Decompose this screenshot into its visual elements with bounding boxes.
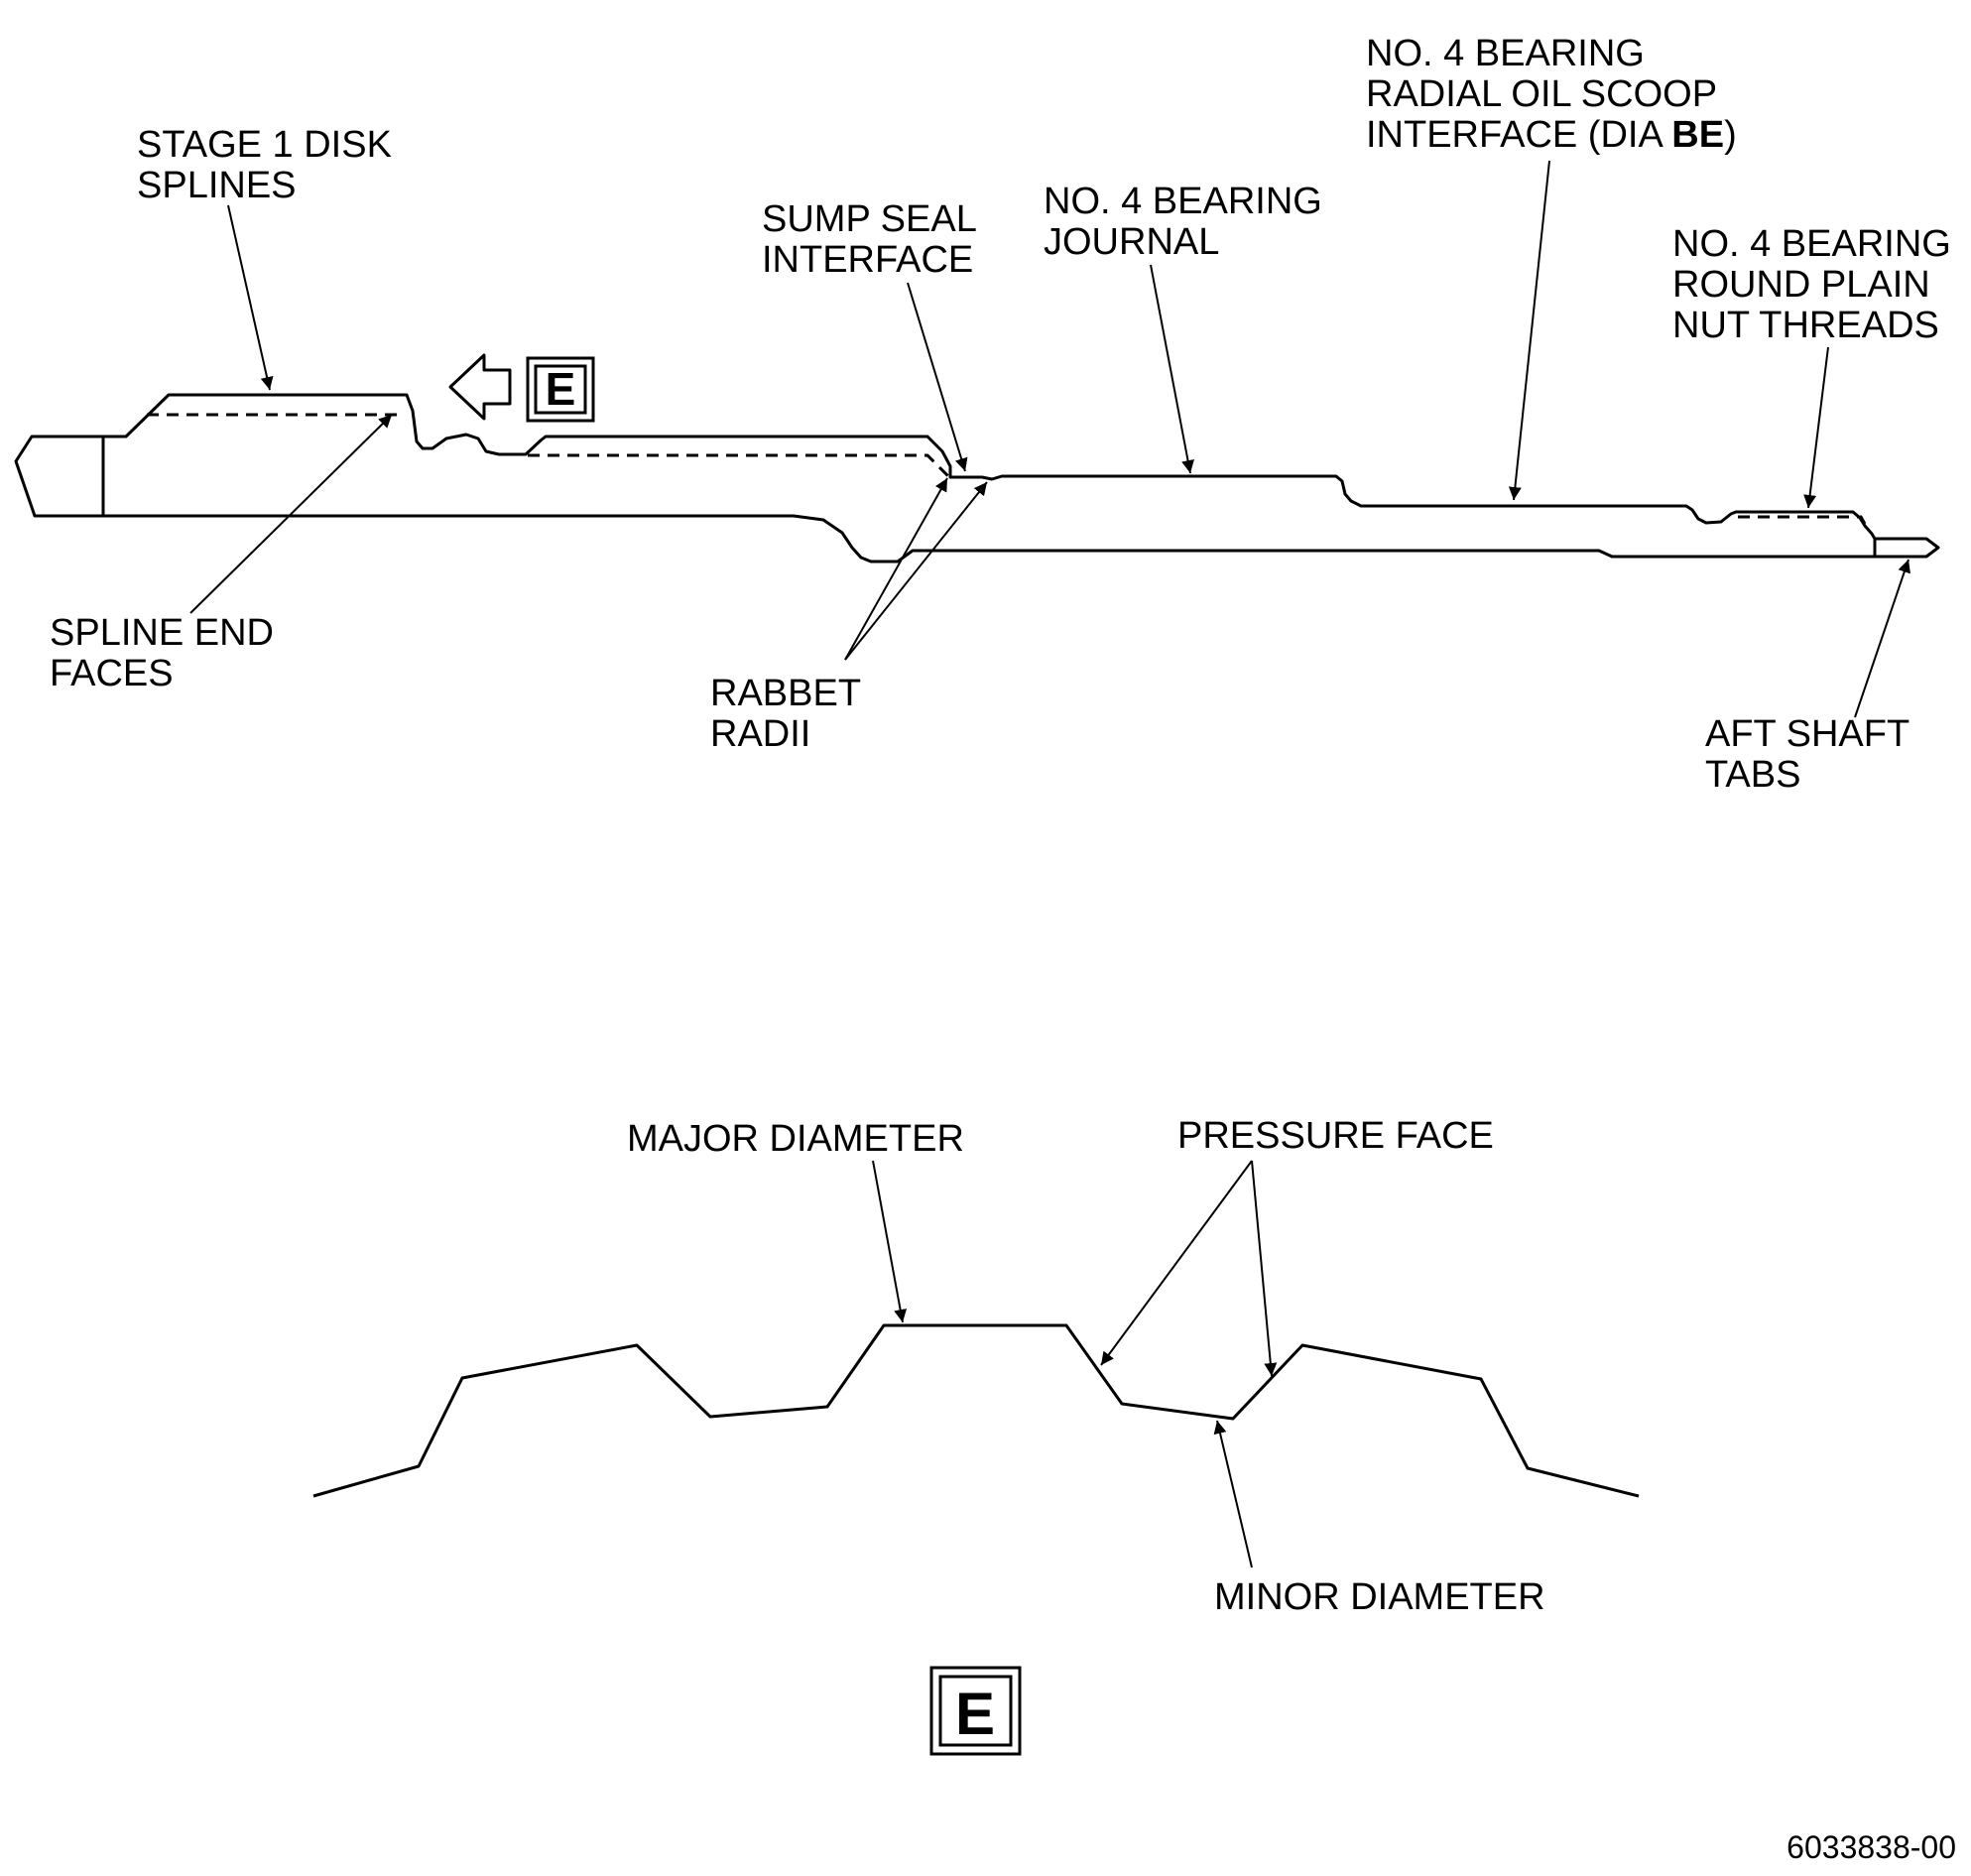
leader-no4-nut-threads	[1803, 346, 1829, 509]
view-arrow-icon	[448, 353, 512, 421]
callout-sump-seal-interface: SUMP SEAL INTERFACE	[762, 198, 986, 281]
detail-view-letter: E	[955, 1681, 995, 1747]
callout-major-diameter: MAJOR DIAMETER	[627, 1118, 964, 1160]
detail-view-box-inner	[938, 1675, 1013, 1747]
callout-rabbet-radii: RABBET RADII	[710, 673, 871, 755]
seal-hidden-line	[528, 453, 950, 478]
leader-sump-seal-interface	[907, 282, 968, 472]
shaft-upper-outline	[103, 393, 1940, 559]
callout-no4-bearing-journal: NO. 4 BEARING JOURNAL	[1044, 181, 1332, 263]
leader-no4-bearing-journal	[1150, 264, 1194, 474]
view-arrow-box-outer	[526, 356, 595, 423]
figure-number: 6033838-00	[1786, 1829, 1956, 1865]
shaft-callouts: STAGE 1 DISK SPLINES SPLINE END FACES SU…	[50, 33, 1961, 796]
callout-aft-shaft-tabs: AFT SHAFT TABS	[1705, 713, 1919, 796]
detail-view-box-outer	[929, 1666, 1022, 1756]
shaft-break-end	[14, 435, 103, 518]
leader-no4-radial-oil-scoop	[1508, 160, 1550, 501]
callout-stage1-disk-splines: STAGE 1 DISK SPLINES	[137, 124, 403, 206]
callout-minor-diameter: MINOR DIAMETER	[1214, 1576, 1545, 1618]
callout-spline-end-faces: SPLINE END FACES	[50, 612, 285, 694]
shaft-leaders	[189, 160, 1910, 718]
detail-view-label: E	[929, 1666, 1022, 1756]
view-arrow-letter: E	[546, 363, 576, 415]
leader-pressure-face-2	[1251, 1160, 1278, 1377]
view-arrow-box-inner	[534, 364, 587, 415]
shaft-lower-outline	[103, 514, 1875, 563]
detail-e-spline-profile	[312, 1323, 1640, 1498]
nut-thread-hidden-line	[1738, 515, 1867, 525]
leader-major-diameter	[872, 1160, 908, 1323]
view-arrow-e: E	[448, 353, 595, 423]
leader-rabbet-radii-2	[844, 481, 988, 661]
leader-stage1-disk-splines	[227, 204, 274, 391]
detail-e-leaders	[872, 1160, 1278, 1568]
callout-pressure-face: PRESSURE FACE	[1177, 1115, 1494, 1157]
leader-spline-end-faces	[189, 414, 393, 614]
callout-no4-nut-threads: NO. 4 BEARING ROUND PLAIN NUT THREADS	[1672, 223, 1961, 346]
leader-minor-diameter	[1213, 1420, 1253, 1568]
leader-rabbet-radii-1	[844, 477, 948, 661]
leader-aft-shaft-tabs	[1854, 559, 1910, 718]
leader-pressure-face-1	[1100, 1160, 1253, 1366]
shaft-section: E	[14, 353, 1940, 563]
callout-no4-radial-oil-scoop: NO. 4 BEARING RADIAL OIL SCOOP INTERFACE…	[1366, 33, 1737, 156]
spline-tooth-profile	[312, 1323, 1640, 1498]
detail-e-callouts: MAJOR DIAMETER PRESSURE FACE MINOR DIAME…	[627, 1115, 1545, 1618]
